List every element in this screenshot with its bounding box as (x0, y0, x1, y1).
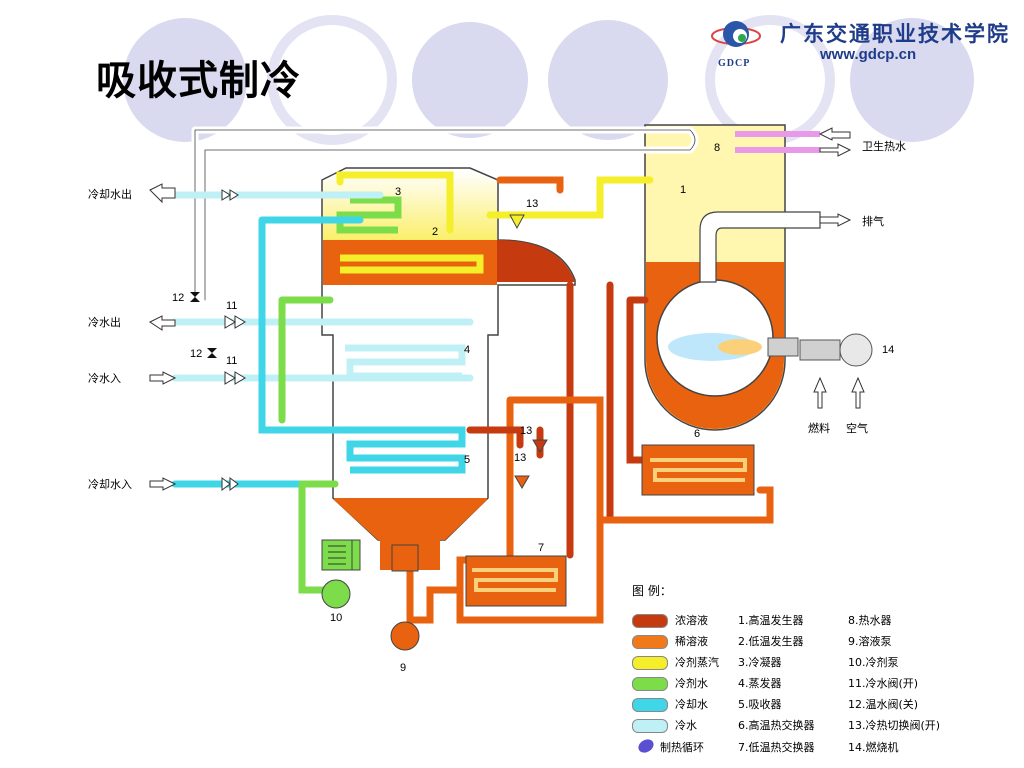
legend-swatch-chilled-water (632, 719, 668, 733)
label-chilled-water-in: 冷水入 (88, 372, 121, 385)
component-number-6: 6 (694, 428, 701, 440)
legend-swatch-weak-solution (632, 635, 668, 649)
legend-label-refrigerant-water: 冷剂水 (675, 677, 708, 690)
legend-swatch-refrigerant-water (632, 677, 668, 691)
component-number-12b: 12 (190, 348, 203, 360)
legend-label-refrigerant-vapor: 冷剂蒸汽 (675, 656, 719, 669)
component-number-2: 2 (432, 226, 439, 238)
legend-title: 图 例： (632, 584, 672, 598)
component-number-7: 7 (538, 542, 545, 554)
logo-text: GDCP (718, 58, 751, 69)
legend-component-14: 14.燃烧机 (848, 741, 899, 754)
legend-component-7: 7.低温热交换器 (738, 741, 815, 754)
component-number-3: 3 (395, 186, 402, 198)
legend-label-cooling-water: 冷却水 (675, 698, 708, 711)
legend-component-11: 11.冷水阀(开) (848, 677, 919, 690)
component-number-10: 10 (330, 612, 343, 624)
high-temp-generator-vessel (644, 124, 873, 431)
component-number-8: 8 (714, 142, 721, 154)
label-cooling-water-out: 冷却水出 (88, 188, 132, 201)
legend-component-9: 9.溶液泵 (848, 635, 892, 648)
legend-component-10: 10.冷剂泵 (848, 656, 899, 669)
label-air: 空气 (846, 422, 868, 435)
label-fuel: 燃料 (808, 422, 830, 435)
component-number-9: 9 (400, 662, 407, 674)
label-exhaust: 排气 (862, 215, 884, 228)
heating-cycle-icon (638, 739, 654, 753)
legend-swatch-strong-solution (632, 614, 668, 628)
component-number-13b: 13 (520, 425, 533, 437)
label-hot-water: 卫生热水 (862, 140, 906, 153)
legend-component-4: 4.蒸发器 (738, 677, 782, 690)
legend-component-5: 5.吸收器 (738, 698, 782, 711)
legend-component-8: 8.热水器 (848, 614, 892, 627)
legend-label-chilled-water: 冷水 (675, 719, 697, 732)
pumps-valves (190, 189, 548, 651)
legend-component-6: 6.高温热交换器 (738, 719, 815, 732)
legend-component-1: 1.高温发生器 (738, 614, 804, 627)
legend-label-heating-cycle: 制热循环 (660, 741, 704, 754)
legend-component-3: 3.冷凝器 (738, 656, 782, 669)
coil-bundles (336, 196, 484, 474)
flow-arrows (149, 127, 865, 491)
heat-exchangers (465, 131, 820, 607)
legend-label-strong-solution: 浓溶液 (675, 614, 708, 627)
legend-component-12: 12.温水阀(关) (848, 698, 919, 711)
component-number-5: 5 (464, 454, 471, 466)
component-number-13c: 13 (514, 452, 527, 464)
legend-component-13: 13.冷热切换阀(开) (848, 719, 941, 732)
component-number-11a: 11 (226, 300, 238, 312)
component-number-11b: 11 (226, 355, 238, 367)
school-name: 广东交通职业技术学院 (780, 21, 1010, 46)
component-number-14: 14 (882, 344, 895, 356)
label-chilled-water-out: 冷水出 (88, 316, 121, 329)
legend-component-2: 2.低温发生器 (738, 635, 804, 648)
slide-title: 吸收式制冷 (96, 57, 301, 104)
school-url: www.gdcp.cn (820, 46, 917, 63)
component-number-1: 1 (680, 184, 687, 196)
label-cooling-water-in: 冷却水入 (88, 478, 132, 491)
legend-swatch-cooling-water (632, 698, 668, 712)
legend-label-weak-solution: 稀溶液 (675, 635, 708, 648)
component-number-4: 4 (464, 344, 471, 356)
component-number-12a: 12 (172, 292, 185, 304)
legend-swatch-refrigerant-vapor (632, 656, 668, 670)
component-number-13a: 13 (526, 198, 539, 210)
